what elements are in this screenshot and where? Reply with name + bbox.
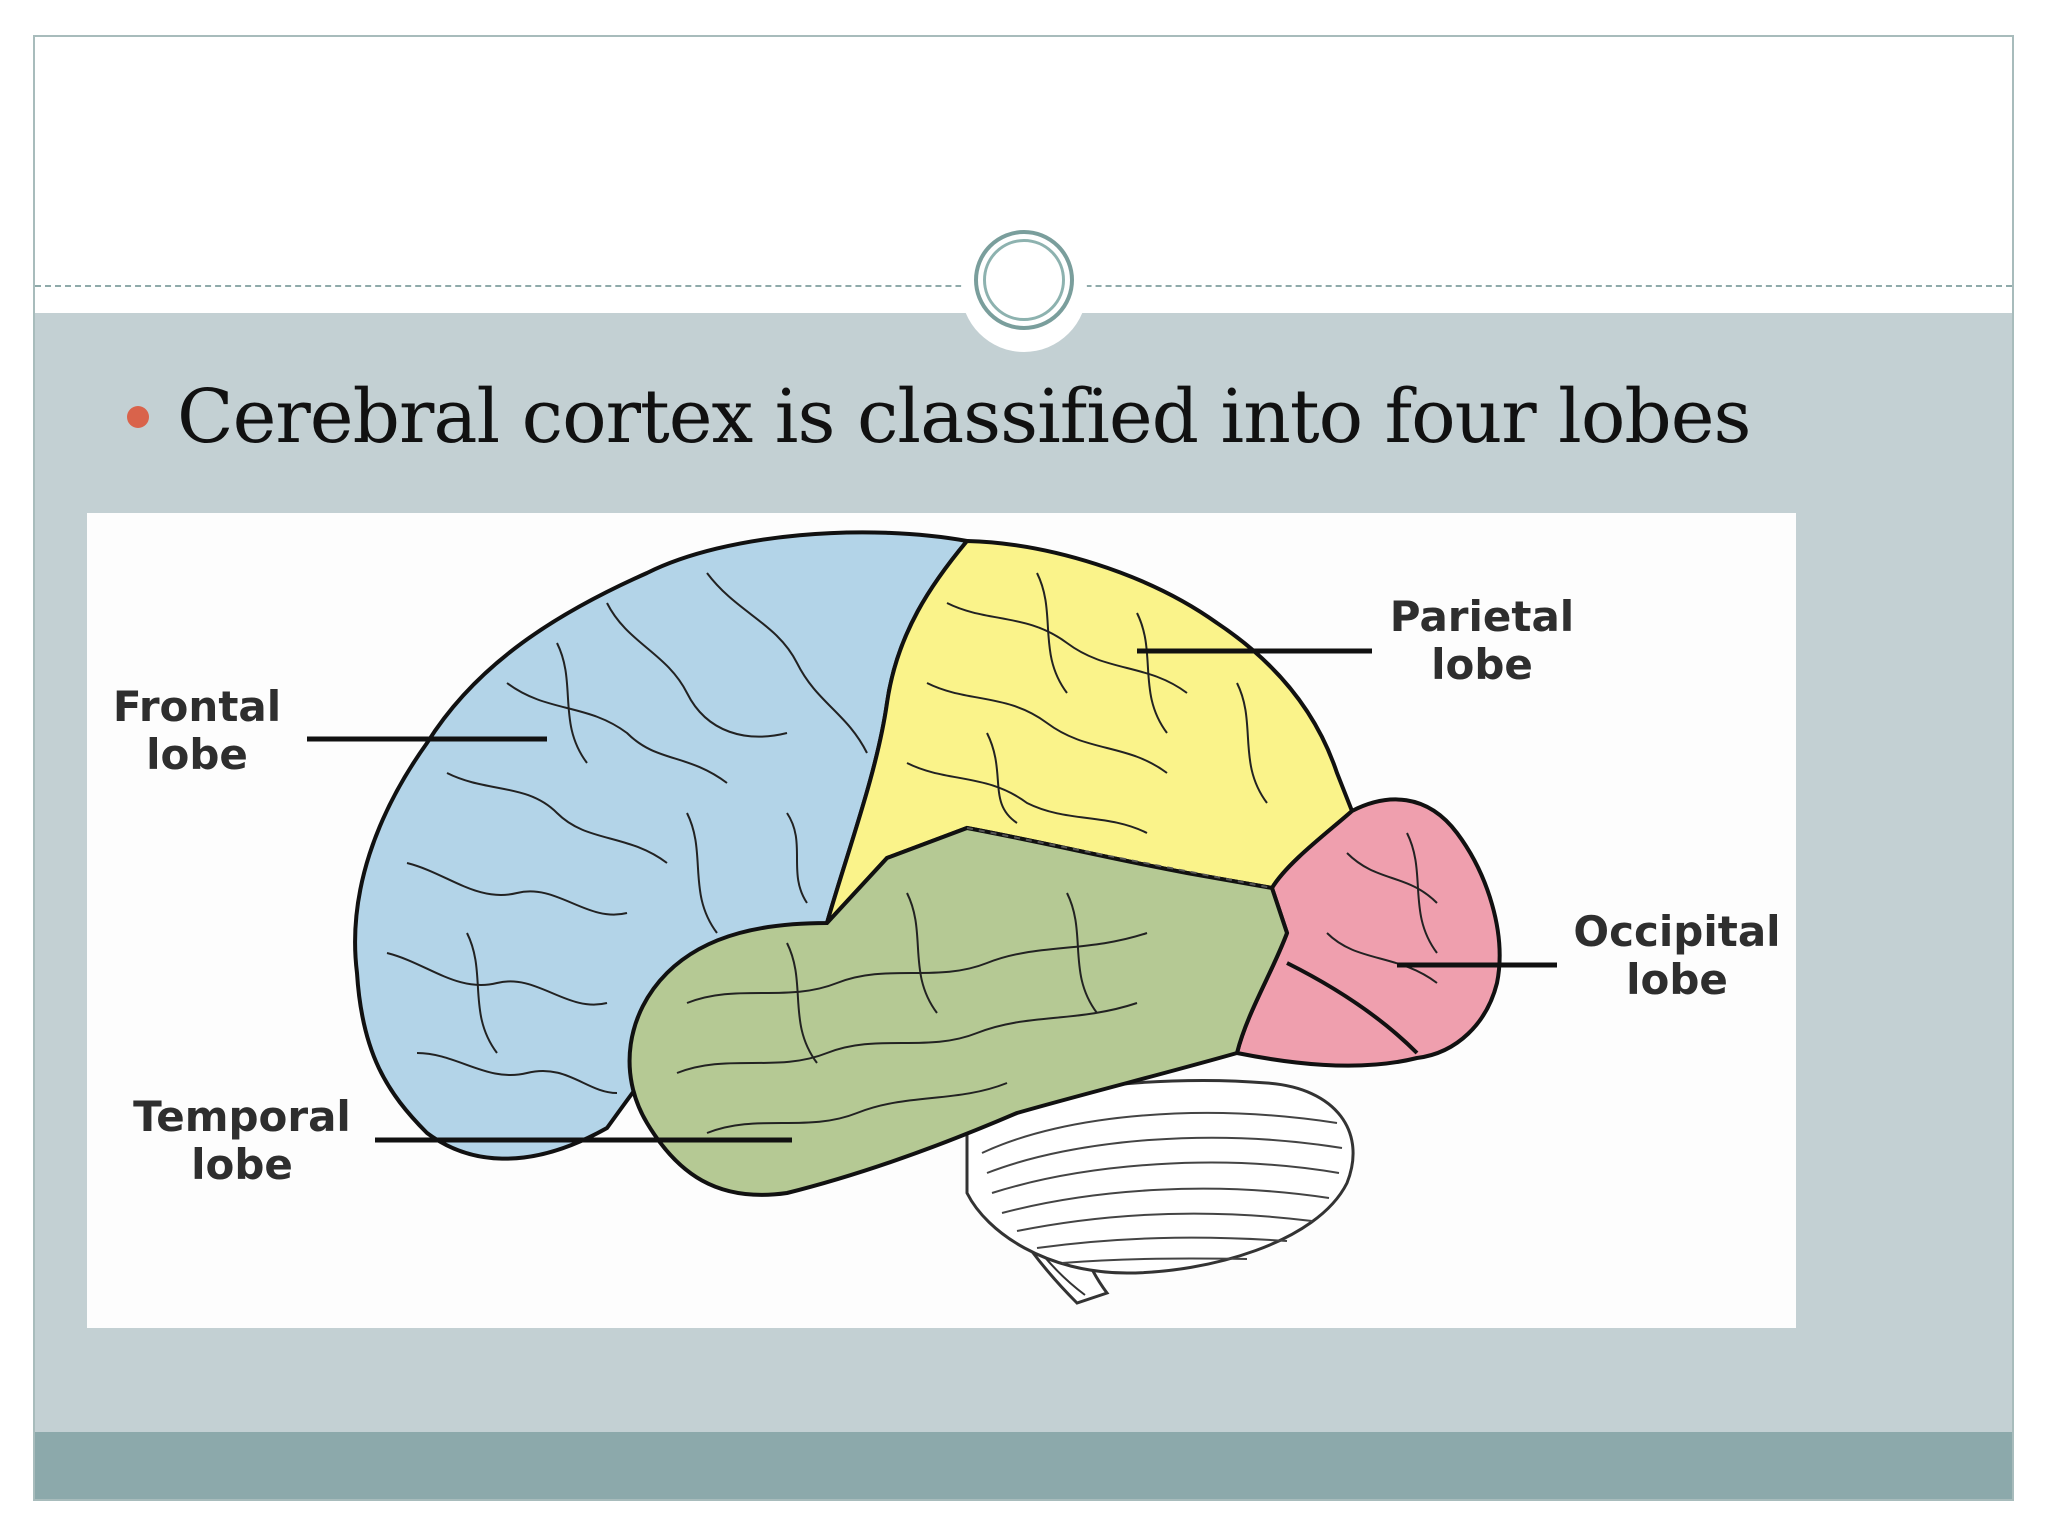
frontal-label-line1: Frontal [112,682,282,731]
occipital-lobe-label: Occipital lobe [1572,908,1782,1004]
bullet-dot-icon [127,406,149,428]
frontal-lobe-label: Frontal lobe [112,683,282,779]
cerebellum [965,1078,1355,1275]
ornament-inner-ring [983,239,1065,321]
parietal-label-line1: Parietal [1389,592,1575,641]
temporal-lobe-label: Temporal lobe [127,1093,357,1189]
temporal-lobe [627,825,1290,1197]
slide: Cerebral cortex is classified into four … [33,35,2014,1501]
occipital-label-line1: Occipital [1573,907,1781,956]
parietal-lobe-label: Parietal lobe [1387,593,1577,689]
slide-footer-band [35,1432,2012,1499]
temporal-label-line2: lobe [191,1140,293,1189]
temporal-label-line1: Temporal [133,1092,351,1141]
bullet-item: Cerebral cortex is classified into four … [95,357,1752,477]
occipital-label-line2: lobe [1626,955,1728,1004]
brain-diagram: Frontal lobe Parietal lobe Occipital lob… [87,513,1796,1328]
bullet-text: Cerebral cortex is classified into four … [177,374,1752,460]
parietal-label-line2: lobe [1431,640,1533,689]
brain-illustration [307,530,1557,1305]
frontal-label-line2: lobe [146,730,248,779]
